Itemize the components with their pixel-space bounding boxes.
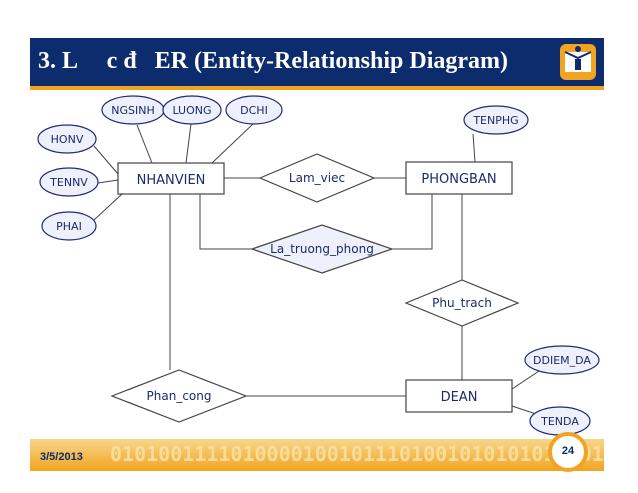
entity-label: DEAN (441, 390, 478, 405)
relationship-diamond (250, 224, 394, 274)
attribute-ellipse (225, 95, 283, 125)
attribute-label: LUONG (172, 104, 211, 117)
link-phongban-tenphg (472, 133, 476, 163)
relationship-diamond (110, 369, 248, 423)
entity-dean: DEAN (405, 379, 513, 413)
slide-date: 3/5/2013 (40, 451, 83, 463)
attribute-tennv: TENNV (39, 167, 99, 197)
attribute-luong: LUONG (162, 95, 222, 125)
relationship-label: Phu_trach (432, 296, 492, 310)
link-nhanvien-luong (185, 123, 192, 164)
connector-lines (93, 122, 540, 415)
attribute-ellipse (463, 105, 529, 135)
footer-binary-pattern: 0101001111010000100101110100101010101110… (110, 442, 604, 466)
relationship-diamond (404, 279, 520, 327)
university-logo-icon (560, 44, 596, 80)
attribute-dchi: DCHI (225, 95, 283, 125)
slide-title: 3. L c đ ER (Entity-Relationship Diagram… (38, 48, 509, 74)
link-nhanvien-dchi (211, 122, 255, 164)
relationship-lam-viec: Lam_viec (258, 153, 376, 203)
attribute-ellipse (39, 167, 99, 197)
attribute-label: TENNV (49, 176, 88, 189)
relationship-la-truong-phong: La_truong_phong (250, 224, 394, 274)
er-diagram: NHANVIEN PHONGBAN DEAN Lam_viec La_truon… (37, 95, 600, 436)
attribute-ellipse (37, 124, 97, 154)
link-nhanvien-ngsinh (136, 124, 153, 164)
attribute-label: NGSINH (111, 104, 154, 117)
attribute-ngsinh: NGSINH (101, 95, 165, 125)
attribute-ellipse (162, 95, 222, 125)
attribute-label: TENDA (540, 415, 579, 428)
relationship-label: Lam_viec (289, 171, 345, 185)
attribute-label: DCHI (240, 104, 268, 117)
link-nhanvien-honv (93, 145, 119, 175)
link-nhanvien-la-truong-phong (199, 194, 252, 250)
entity-box (117, 162, 225, 195)
attribute-ddiem-da: DDIEM_DA (524, 345, 600, 375)
link-nhanvien-tennv (97, 179, 119, 184)
link-dean-ddiem-da (511, 370, 540, 390)
attribute-tenda: TENDA (529, 406, 591, 436)
attribute-label: DDIEM_DA (533, 354, 591, 367)
entity-box (405, 161, 513, 195)
attribute-phai: PHAI (41, 211, 97, 241)
title-bar: 3. L c đ ER (Entity-Relationship Diagram… (30, 38, 604, 90)
relationship-diamond (258, 153, 376, 203)
page-number-badge: 24 (548, 432, 588, 472)
attribute-label: HONV (51, 133, 84, 146)
attribute-ellipse (41, 211, 97, 241)
diagram-area: NHANVIEN PHONGBAN DEAN Lam_viec La_truon… (30, 94, 604, 439)
attribute-tenphg: TENPHG (463, 105, 529, 135)
attribute-honv: HONV (37, 124, 97, 154)
relationship-label: La_truong_phong (270, 242, 374, 256)
attribute-ellipse (524, 345, 600, 375)
entity-label: NHANVIEN (137, 173, 206, 188)
page-number: 24 (561, 445, 575, 457)
footer-bar: 0101001111010000100101110100101010101110… (30, 439, 604, 471)
link-la-truong-phong-phongban (392, 194, 433, 250)
link-nhanvien-phai (93, 193, 123, 221)
relationship-phan-cong: Phan_cong (110, 369, 248, 423)
entity-label: PHONGBAN (421, 172, 496, 187)
relationship-phu-trach: Phu_trach (404, 279, 520, 327)
link-dean-tenda (511, 405, 537, 415)
attribute-label: PHAI (56, 220, 82, 233)
entity-phongban: PHONGBAN (405, 161, 513, 195)
entity-box (405, 379, 513, 413)
attribute-label: TENPHG (472, 114, 518, 127)
entity-nhanvien: NHANVIEN (117, 162, 225, 195)
relationship-label: Phan_cong (147, 389, 212, 403)
